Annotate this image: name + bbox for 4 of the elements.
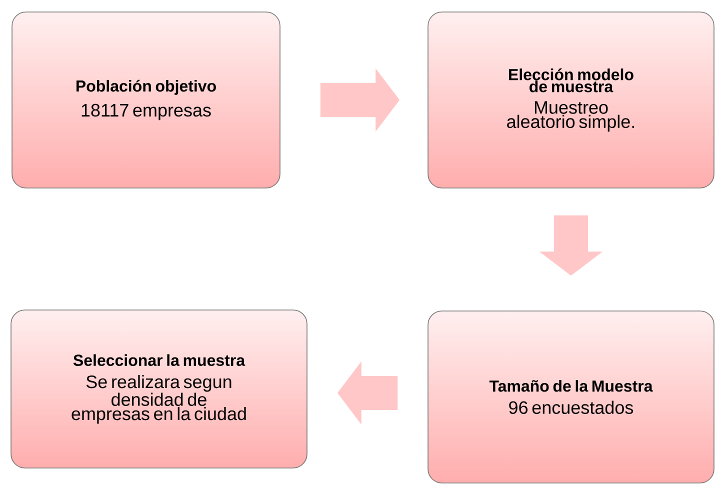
process-box: Elección modelo de muestra Muestreo aleatorio simple. xyxy=(428,12,714,188)
process-box: Población objetivo 18117 empresas xyxy=(12,12,280,188)
process-box: Seleccionar la muestra Se realizara segun densidad de empresas en la ciudad xyxy=(10,310,308,468)
process-box: Tamaño de la Muestra 96 encuestados xyxy=(428,310,714,484)
